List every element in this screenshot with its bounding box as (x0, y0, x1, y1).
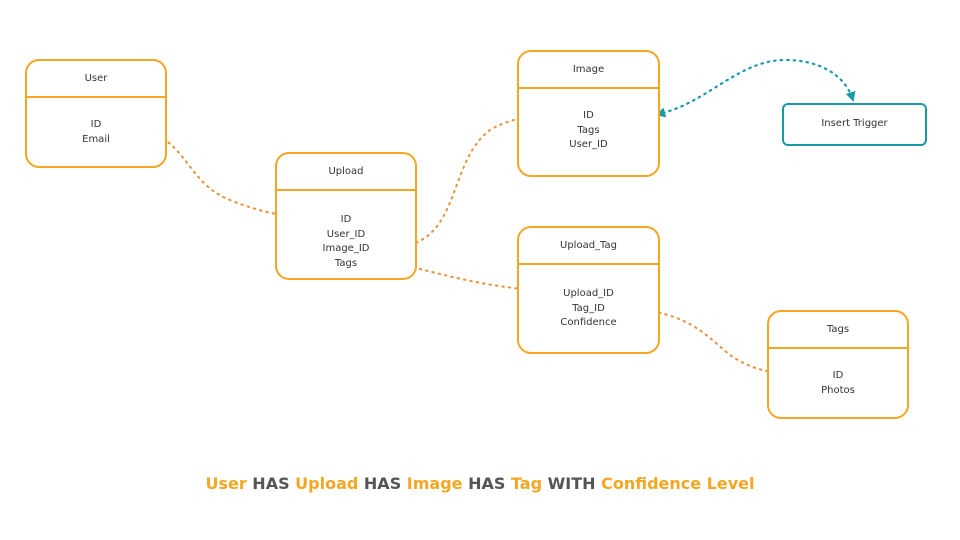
entity-upload-tag-fields: Upload_ID Tag_ID Confidence (519, 265, 658, 331)
entity-field: User_ID (569, 139, 608, 150)
caption-part: User (205, 474, 247, 493)
entity-field: ID (90, 119, 102, 130)
entity-field: Upload_ID (563, 288, 614, 299)
entity-field: Email (82, 133, 110, 145)
entity-tags-title: Tags (769, 312, 907, 349)
caption-part: Confidence Level (601, 474, 755, 493)
entity-field: Tags (577, 124, 600, 136)
entity-field: Photos (821, 384, 855, 396)
entity-field: Image_ID (322, 243, 370, 254)
entity-user-fields: ID Email (27, 98, 165, 147)
caption-part: HAS (462, 474, 511, 493)
relation-uploadtag-tags (619, 302, 817, 380)
caption-part: HAS (358, 474, 407, 493)
entity-field: Tag_ID (572, 302, 605, 314)
caption-part: Tag (510, 474, 543, 493)
caption-part: Upload (295, 474, 359, 493)
diagram-caption: User HAS Upload HAS Image HAS Tag WITH C… (0, 474, 960, 493)
caption-part: Image (406, 474, 463, 493)
entity-upload-tag: Upload_Tag Upload_ID Tag_ID Confidence (517, 226, 660, 354)
entity-tags: Tags ID Photos (767, 310, 909, 419)
entity-user: User ID Email (25, 59, 167, 168)
insert-trigger-box: Insert Trigger (782, 103, 927, 146)
entity-upload-fields: ID User_ID Image_ID Tags (277, 191, 415, 271)
entity-upload-tag-title: Upload_Tag (519, 228, 658, 265)
entity-user-title: User (27, 61, 165, 98)
entity-field: ID (583, 110, 594, 121)
entity-upload-title: Upload (277, 154, 415, 191)
entity-field: User_ID (326, 228, 366, 240)
entity-field: ID (340, 214, 352, 225)
entity-upload: Upload ID User_ID Image_ID Tags (275, 152, 417, 280)
entity-field: ID (832, 370, 844, 381)
entity-tags-fields: ID Photos (769, 349, 907, 398)
entity-field: Confidence (560, 317, 617, 328)
relation-image-trigger (655, 58, 856, 118)
entity-field: Tags (334, 257, 358, 269)
relation-upload-uploadtag (380, 257, 557, 297)
entity-image: Image ID Tags User_ID (517, 50, 660, 177)
entity-image-fields: ID Tags User_ID (519, 89, 658, 153)
caption-part: HAS (246, 474, 296, 493)
entity-image-title: Image (519, 52, 658, 89)
caption-part: WITH (542, 474, 602, 493)
